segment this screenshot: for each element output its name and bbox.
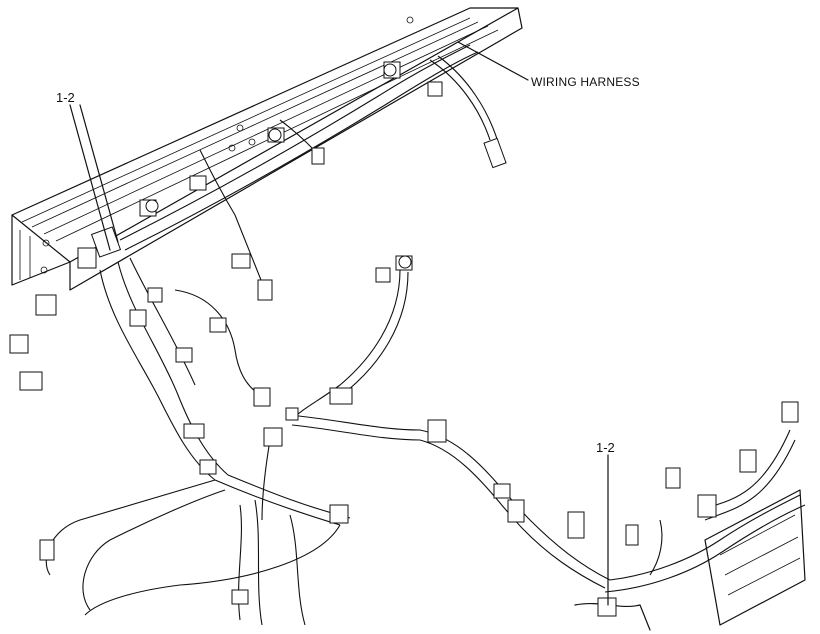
- middle-branch: [174, 269, 611, 589]
- frame-rail: [11, 7, 523, 291]
- part-ref-label-lower: 1-2: [596, 440, 615, 455]
- connectors: [9, 61, 799, 617]
- part-ref-label-upper: 1-2: [56, 90, 75, 105]
- main-harness: [45, 257, 351, 626]
- leader-lines: [69, 41, 609, 606]
- wiring-harness-label: WIRING HARNESS: [531, 75, 640, 89]
